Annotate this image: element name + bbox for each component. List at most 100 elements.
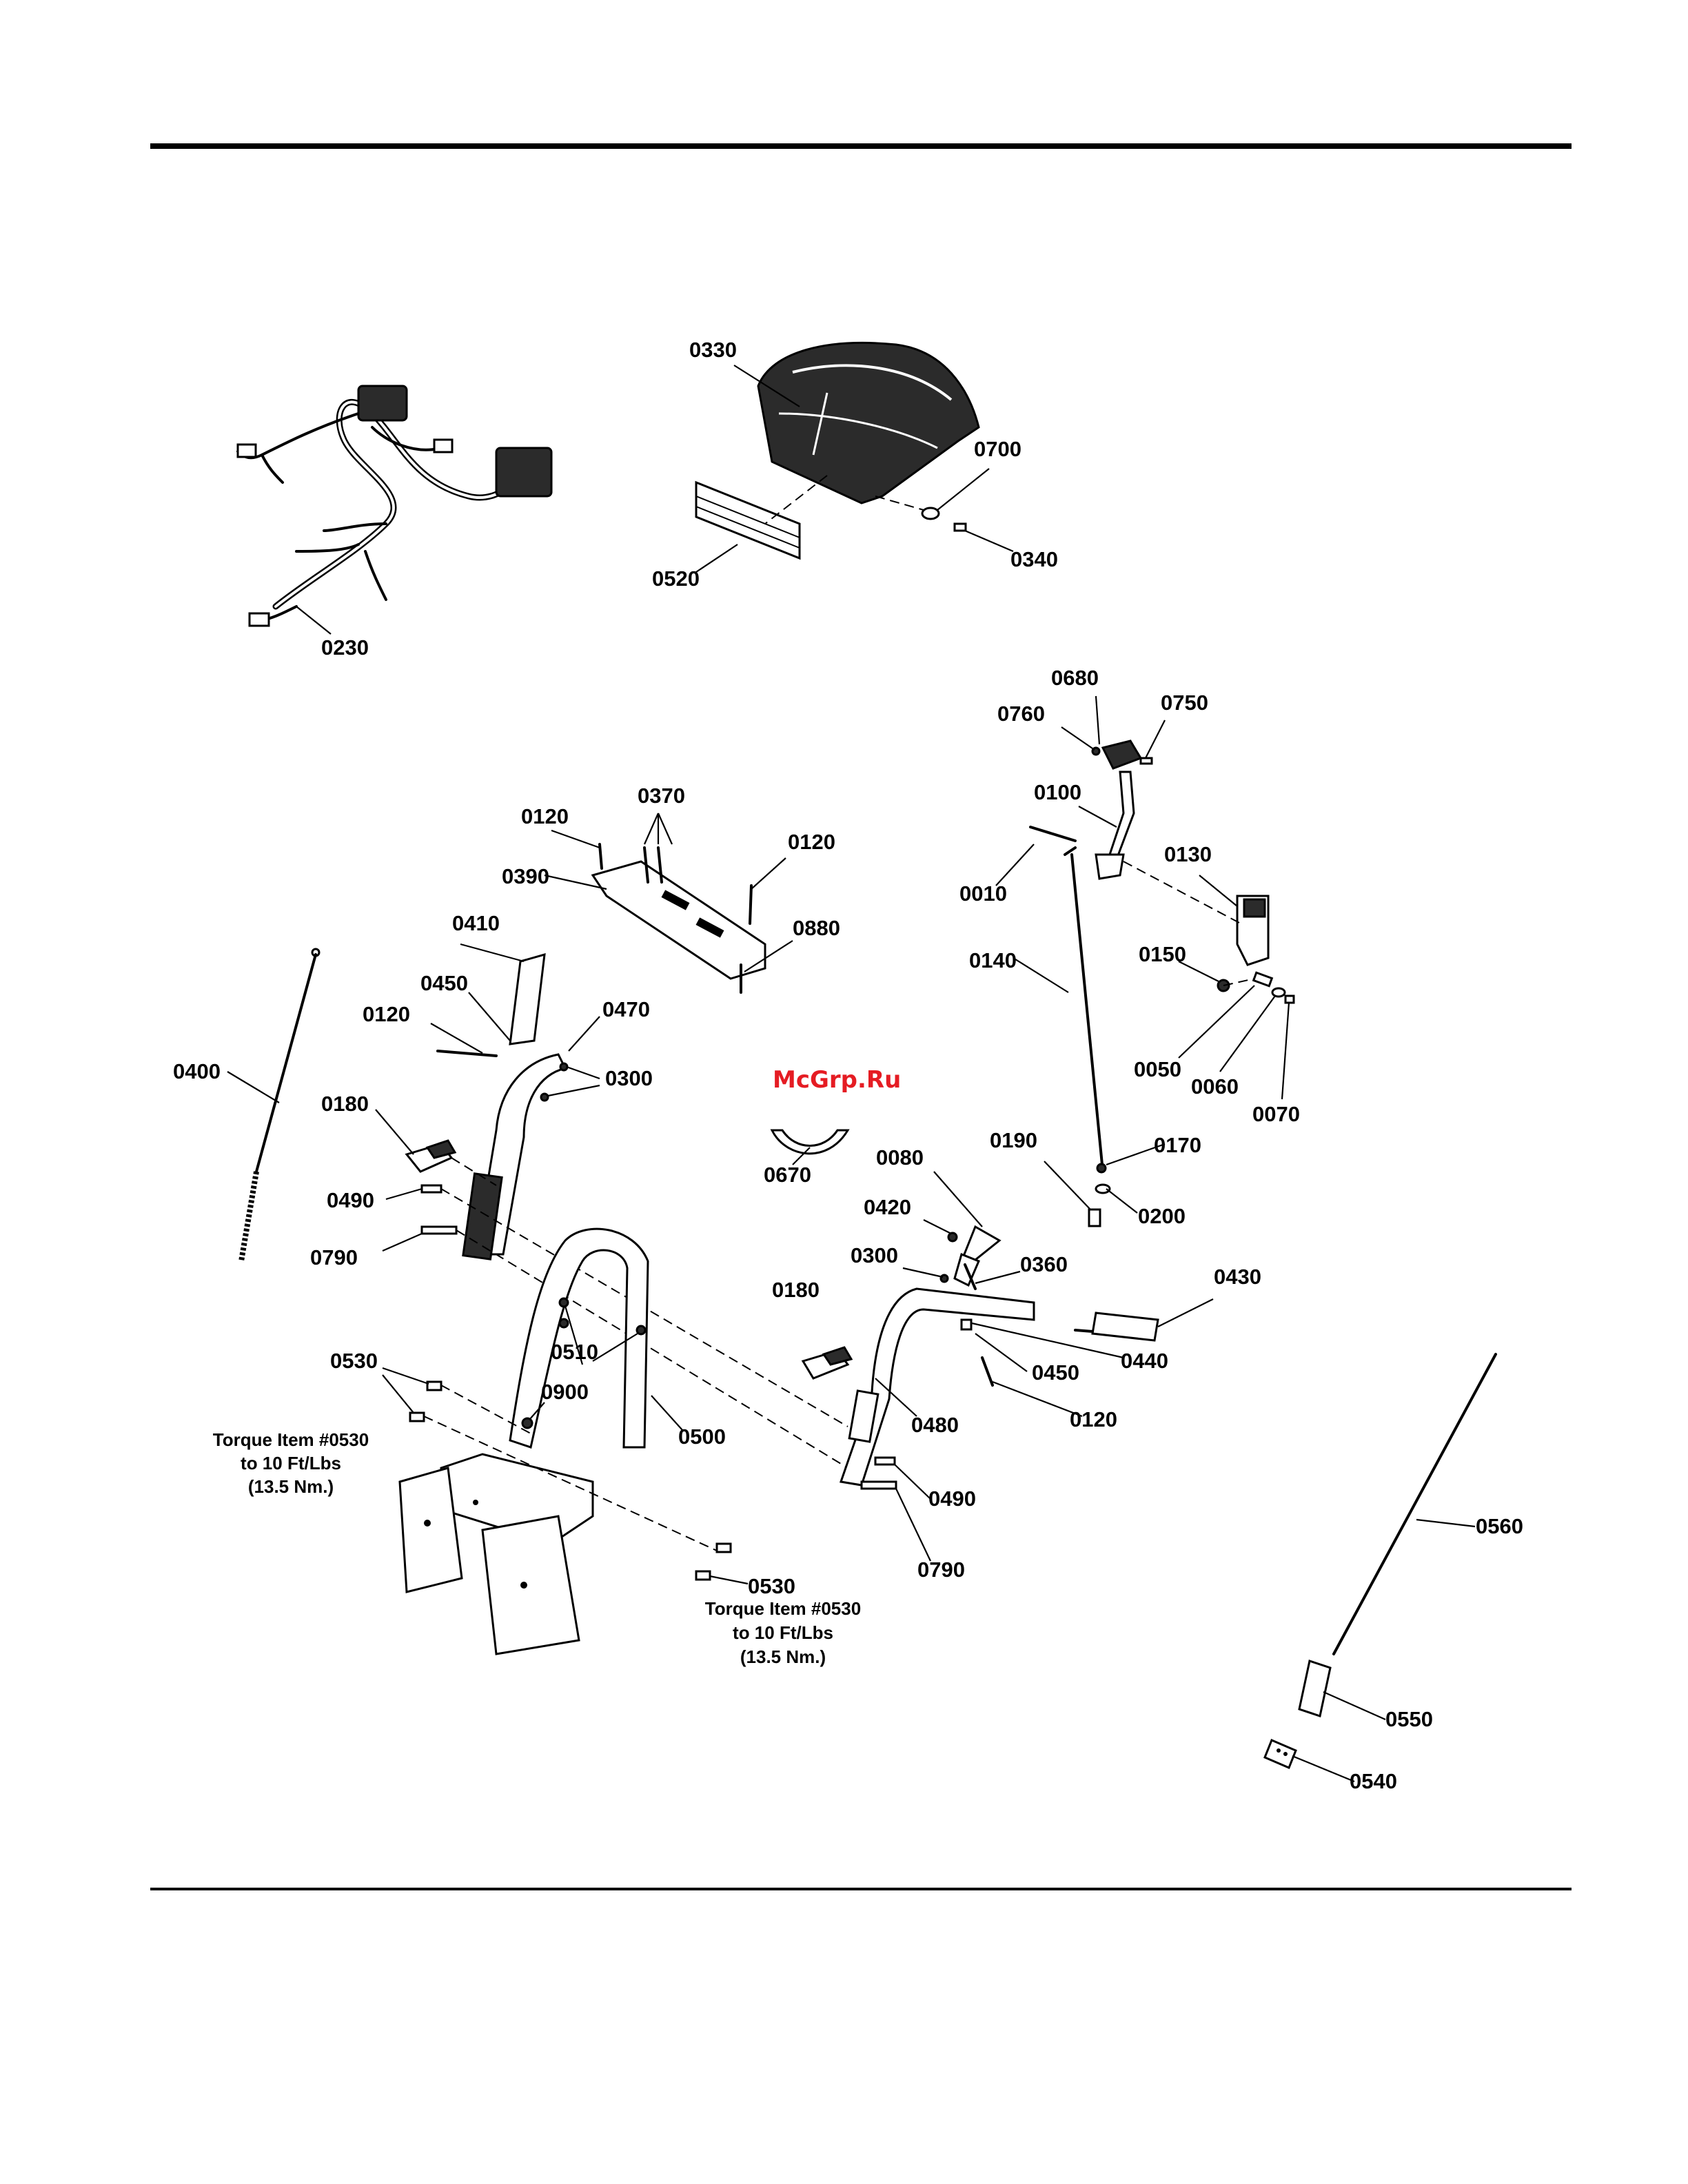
callout-0140: 0140 (969, 948, 1017, 972)
callout-0080: 0080 (876, 1145, 924, 1170)
knob-0680 (1101, 739, 1143, 770)
callout-0190: 0190 (990, 1128, 1037, 1152)
washer-0700 (921, 507, 940, 520)
callout-0540: 0540 (1350, 1769, 1397, 1793)
callout-0450-right: 0450 (1032, 1360, 1079, 1385)
callout-0180-right: 0180 (772, 1278, 820, 1302)
callout-0370: 0370 (638, 784, 685, 808)
clip-0170 (1096, 1163, 1107, 1174)
clip-0670 (770, 1129, 850, 1155)
bolt-0120-right (981, 1356, 994, 1387)
nut-0420 (947, 1232, 958, 1243)
callout-0790-left: 0790 (310, 1245, 358, 1269)
bolt-0790-left (420, 1225, 458, 1235)
callout-0060: 0060 (1191, 1074, 1239, 1099)
cable-guide-0180-left (405, 1139, 457, 1173)
callout-0560: 0560 (1476, 1514, 1523, 1538)
callout-0120-right: 0120 (1070, 1407, 1117, 1431)
callout-0050: 0050 (1134, 1057, 1181, 1081)
screw-0340 (953, 522, 967, 532)
dash-panel-0390 (591, 860, 766, 980)
callout-0230: 0230 (321, 635, 369, 660)
callout-0670: 0670 (764, 1163, 811, 1187)
callout-0120-left: 0120 (363, 1002, 410, 1026)
nut-0300-right (939, 1274, 949, 1283)
callout-0790-right: 0790 (917, 1558, 965, 1582)
bolts-0530 (409, 1380, 732, 1581)
bolt-0790-right (860, 1480, 897, 1490)
callout-0750: 0750 (1161, 691, 1208, 715)
ferrule-0190 (1088, 1208, 1101, 1227)
nut-0070 (1284, 994, 1295, 1004)
callout-0100: 0100 (1034, 780, 1081, 804)
callout-0340: 0340 (1010, 547, 1058, 571)
grip-0430 (1074, 1312, 1159, 1342)
torque-note-right-line3: (13.5 Nm.) (740, 1646, 826, 1667)
bolt-0120-top-left (598, 843, 603, 870)
callout-0680: 0680 (1051, 666, 1099, 690)
bottom-rule (150, 1888, 1572, 1890)
washer-0060 (1271, 987, 1286, 998)
lever-0080 (953, 1225, 1001, 1287)
callout-0470: 0470 (602, 997, 650, 1021)
rod-0140 (1064, 846, 1104, 1173)
callout-0480: 0480 (911, 1413, 959, 1437)
grip-0410 (509, 952, 546, 1045)
clip-0450-right (960, 1318, 973, 1331)
lower-frame (398, 1453, 594, 1655)
callout-0120-top-left: 0120 (521, 804, 569, 828)
cable-0400 (238, 948, 321, 1262)
torque-note-left-line1: Torque Item #0530 (213, 1429, 369, 1450)
pin-0750 (1139, 757, 1153, 765)
callout-0300-right: 0300 (851, 1243, 898, 1267)
callout-0200: 0200 (1138, 1204, 1186, 1228)
wire-harness-0230 (236, 385, 553, 627)
callout-0410: 0410 (452, 911, 500, 935)
callout-0490-left: 0490 (327, 1188, 374, 1212)
callout-0390: 0390 (502, 864, 549, 888)
callout-0170: 0170 (1154, 1133, 1201, 1157)
torque-note-left-line2: to 10 Ft/Lbs (241, 1453, 341, 1473)
callout-0430: 0430 (1214, 1265, 1261, 1289)
bolt-0490-left (420, 1184, 443, 1194)
cable-guide-0180-right (801, 1346, 853, 1380)
right-handle-0480 (840, 1287, 1035, 1487)
callout-0880: 0880 (793, 916, 840, 940)
callout-0180-left: 0180 (321, 1092, 369, 1116)
top-rule (150, 143, 1572, 149)
torque-note-right-line2: to 10 Ft/Lbs (733, 1622, 833, 1643)
callout-0420: 0420 (864, 1195, 911, 1219)
lever-0100 (1095, 770, 1135, 880)
callout-0450-left: 0450 (420, 971, 468, 995)
callout-0530-left: 0530 (330, 1349, 378, 1373)
screws-0370 (643, 846, 663, 884)
callout-0150: 0150 (1139, 942, 1186, 966)
callout-0520: 0520 (652, 567, 700, 591)
upper-frame-0500 (509, 1227, 649, 1449)
callout-0490-right: 0490 (928, 1487, 976, 1511)
callout-0900: 0900 (541, 1380, 589, 1404)
callout-0330: 0330 (689, 338, 737, 362)
left-handle-0470 (462, 1053, 567, 1261)
torque-note-left-line3: (13.5 Nm.) (248, 1476, 334, 1497)
bolt-0120-left (436, 1050, 498, 1057)
bracket-0130 (1236, 895, 1270, 966)
watermark: McGrp.Ru (773, 1066, 901, 1094)
bolt-0120-top-right (749, 884, 753, 925)
callout-0510: 0510 (551, 1340, 598, 1364)
callout-0400: 0400 (173, 1059, 221, 1083)
callout-0130: 0130 (1164, 842, 1212, 866)
bolt-0010 (1029, 826, 1077, 842)
callout-0550: 0550 (1385, 1707, 1433, 1731)
callout-0440: 0440 (1121, 1349, 1168, 1373)
nut-0900 (521, 1417, 533, 1429)
callout-0300-left: 0300 (605, 1066, 653, 1090)
cable-0560 (1263, 1353, 1497, 1769)
filter-pad-0520 (695, 480, 801, 560)
callout-0760: 0760 (997, 702, 1045, 726)
bolt-0490-right (874, 1456, 896, 1466)
callout-0530-right: 0530 (748, 1574, 795, 1598)
callout-0500: 0500 (678, 1425, 726, 1449)
callout-0700: 0700 (974, 437, 1021, 461)
